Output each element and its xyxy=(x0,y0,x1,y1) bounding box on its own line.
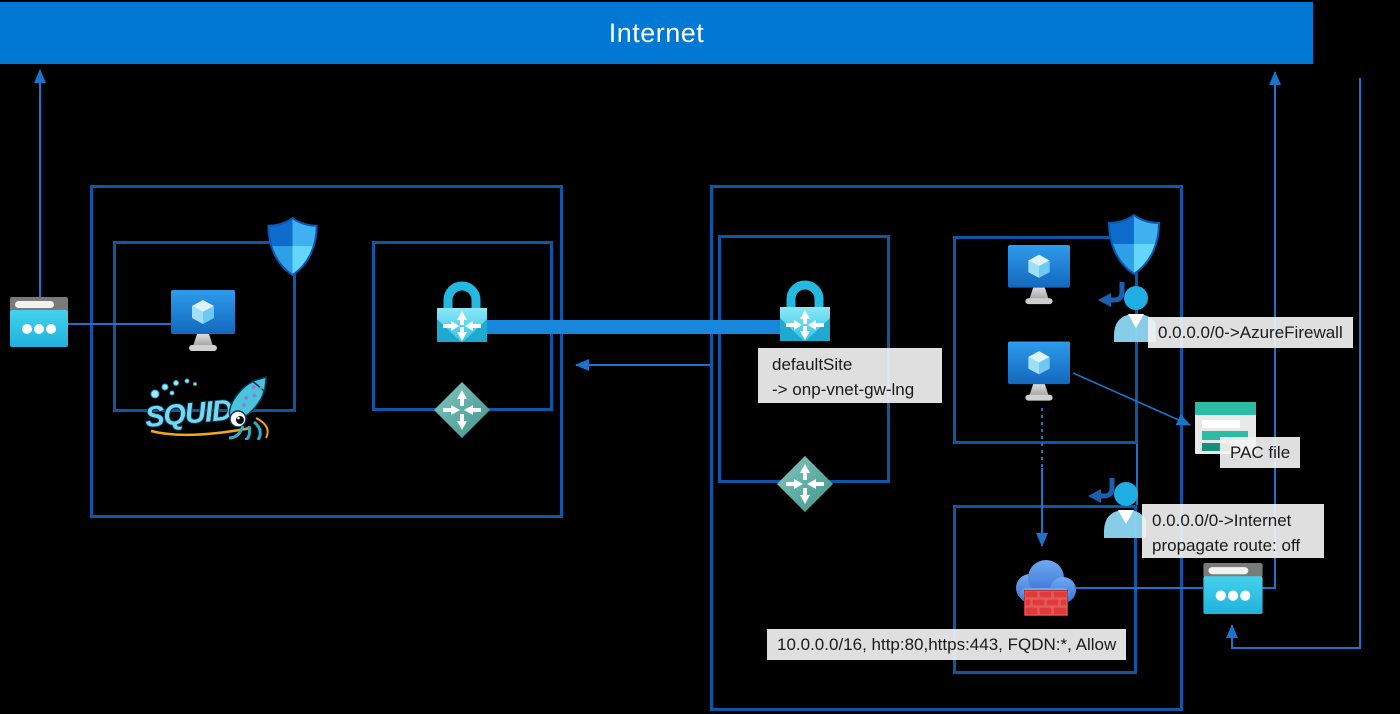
internet-to-proxy-return-arrow xyxy=(1226,78,1361,649)
site-to-site-vpn-link xyxy=(485,320,785,334)
squid-logo-text: SQUID xyxy=(144,394,234,434)
udr-internet-line2: propagate route: off xyxy=(1152,536,1301,555)
udr-azure-firewall-label: 0.0.0.0/0->AzureFirewall xyxy=(1148,317,1353,348)
virtual-machine-icon xyxy=(1007,341,1071,401)
gateway-route-diamond-icon xyxy=(434,382,490,438)
azure-proxy-to-internet-arrow xyxy=(1262,71,1281,589)
onprem-network-boundary xyxy=(90,185,563,518)
internet-banner-label: Internet xyxy=(608,17,705,48)
squid-proxy-logo: SQUID xyxy=(143,375,269,440)
firewall-rule-label: 10.0.0.0/16, http:80,https:443, FQDN:*, … xyxy=(767,629,1127,660)
azure-firewall-subnet-box xyxy=(953,505,1137,674)
pac-file-label: PAC file xyxy=(1220,437,1301,468)
azure-firewall-icon xyxy=(1016,560,1076,616)
defender-shield-icon xyxy=(1107,214,1161,275)
gateway-route-diamond-icon xyxy=(777,456,833,512)
browser-proxy-icon xyxy=(10,297,68,347)
default-site-line1: defaultSite xyxy=(772,355,853,374)
virtual-machine-icon xyxy=(1007,244,1071,305)
virtual-machine-icon xyxy=(171,290,235,351)
vm-to-pac-file-arrow xyxy=(1072,372,1191,426)
default-site-label: defaultSite -> onp-vnet-gw-lng xyxy=(758,348,942,403)
vpn-gateway-lock-icon xyxy=(780,280,830,341)
azure-vnet-boundary xyxy=(710,185,1183,711)
udr-internet-label: 0.0.0.0/0->Internet propagate route: off xyxy=(1142,504,1324,558)
vpn-gateway-lock-icon xyxy=(437,281,487,342)
internet-banner: Internet xyxy=(0,2,1313,64)
browser-proxy-icon xyxy=(1203,563,1263,614)
defender-shield-icon xyxy=(267,217,318,276)
onprem-vm-subnet-box xyxy=(113,241,296,412)
user-assignment-icon xyxy=(1088,478,1146,538)
default-site-line2: -> onp-vnet-gw-lng xyxy=(772,380,915,399)
user-assignment-icon xyxy=(1098,282,1156,342)
udr-internet-line1: 0.0.0.0/0->Internet xyxy=(1152,511,1292,530)
